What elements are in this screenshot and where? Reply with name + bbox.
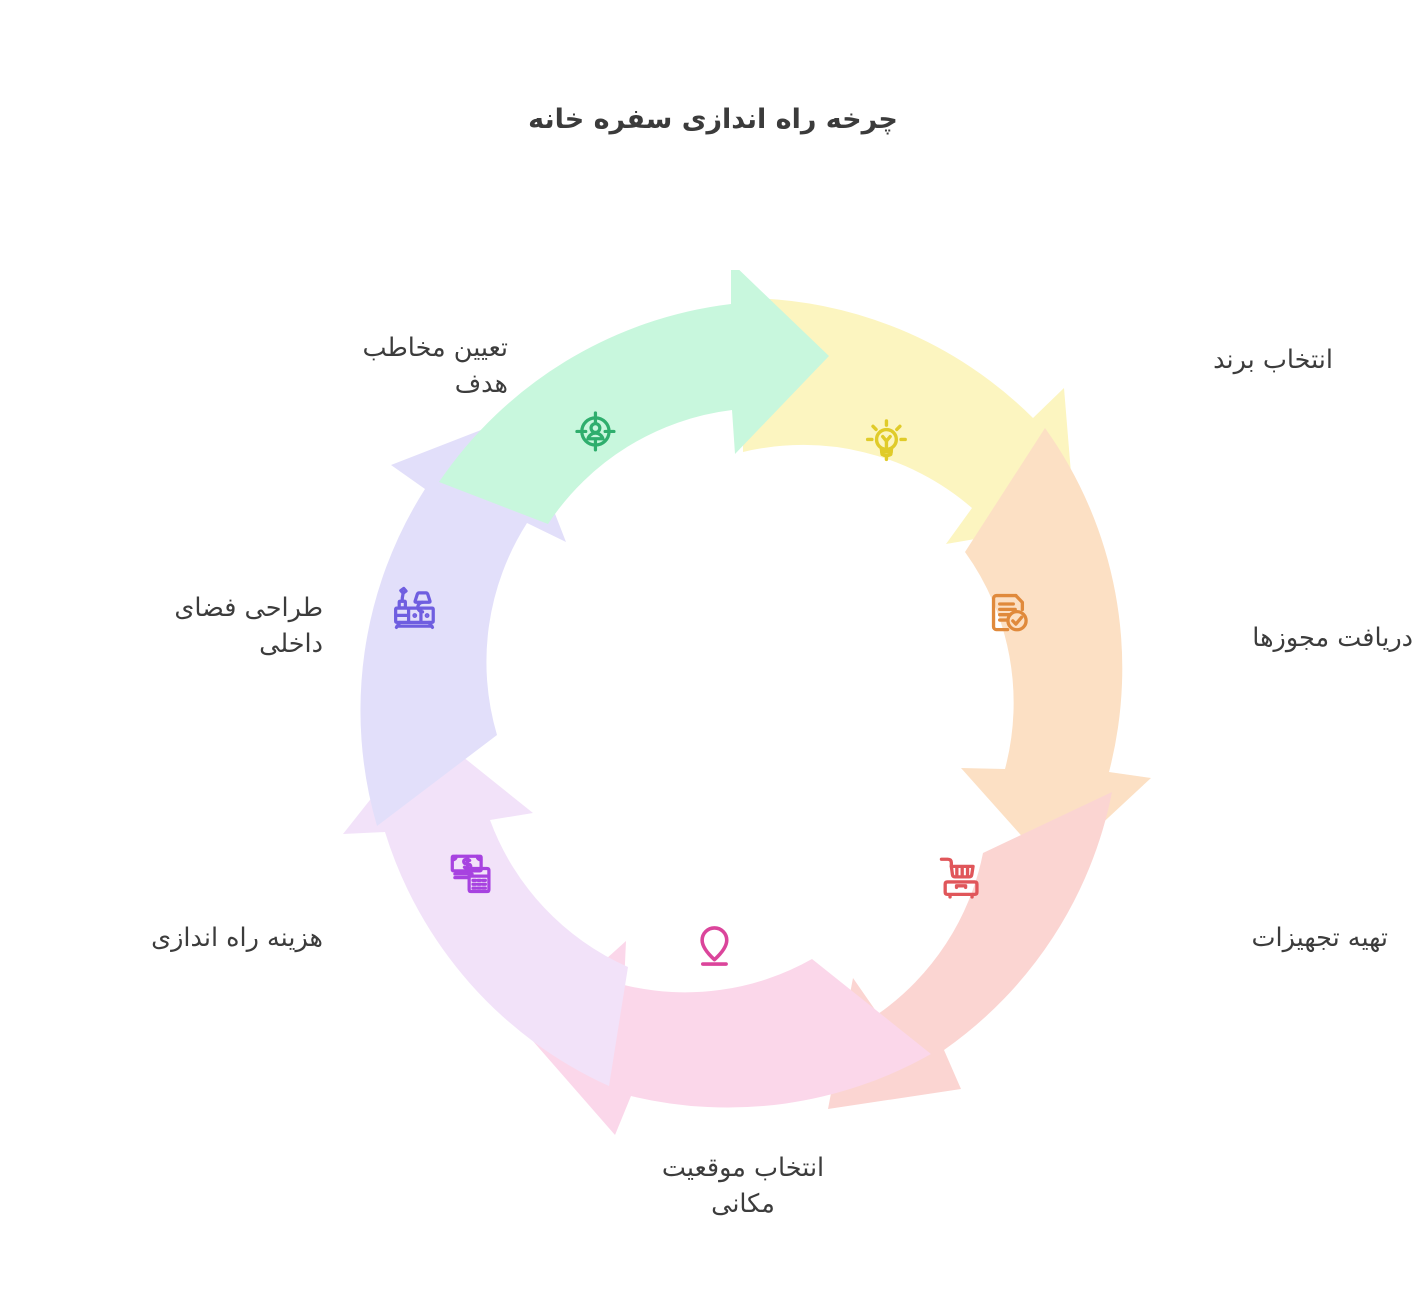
segment-label-equipment: تهیه تجهیزات xyxy=(1251,923,1389,953)
segment-permits[interactable] xyxy=(961,428,1151,870)
segment-interior-arrow[interactable] xyxy=(360,416,566,826)
cycle-wheel-svg xyxy=(343,262,1151,1135)
segment-location-arrow[interactable] xyxy=(525,941,931,1135)
segment-label-audience: تعیین مخاطب هدف xyxy=(362,333,508,400)
segment-audience-arrow[interactable] xyxy=(439,262,829,524)
target-person-icon xyxy=(575,411,616,452)
segment-cost[interactable] xyxy=(343,728,628,1086)
cycle-wheel: انتخاب برند دریافت مجوزها تهیه تجهیزات ا… xyxy=(151,262,1413,1219)
segment-permits-arrow[interactable] xyxy=(961,428,1151,870)
segment-brand[interactable] xyxy=(743,298,1075,544)
segment-location[interactable] xyxy=(525,926,931,1135)
segment-label-permits: دریافت مجوزها xyxy=(1252,623,1413,653)
segment-label-brand: انتخاب برند xyxy=(1213,345,1333,375)
document-check-icon xyxy=(991,593,1028,632)
lightbulb-icon xyxy=(865,419,907,462)
furniture-lamp-icon xyxy=(394,586,435,629)
location-pin-icon xyxy=(700,926,729,966)
money-calculator-icon xyxy=(450,854,491,894)
segment-cost-arrow[interactable] xyxy=(343,728,628,1086)
fryer-icon xyxy=(939,857,979,899)
segment-audience[interactable] xyxy=(439,262,829,524)
segment-label-interior: طراحی فضای داخلی xyxy=(174,593,323,660)
page-title: چرخه راه اندازی سفره خانه xyxy=(528,104,898,135)
segment-label-cost: هزینه راه اندازی xyxy=(151,923,323,953)
segment-label-location: انتخاب موقعیت مکانی xyxy=(661,1153,825,1220)
segment-brand-arrow[interactable] xyxy=(743,298,1075,544)
segment-interior[interactable] xyxy=(360,416,566,826)
